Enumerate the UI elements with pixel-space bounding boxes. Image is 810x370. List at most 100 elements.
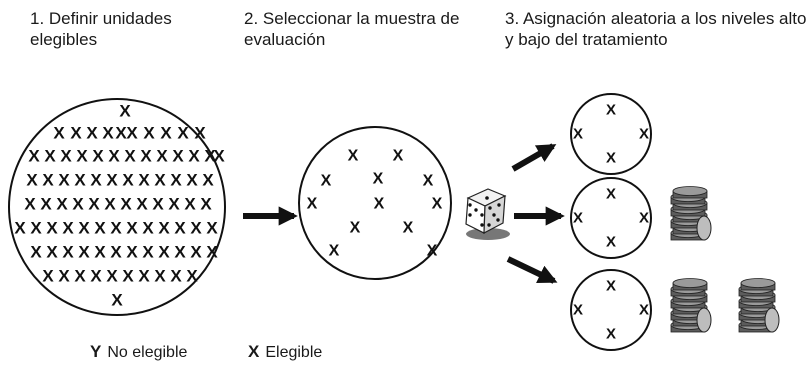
eligible-unit: X <box>78 243 90 262</box>
eligible-unit: X <box>108 147 120 166</box>
eligible-unit: X <box>94 219 106 238</box>
eligible-unit: X <box>143 124 155 143</box>
coin-stack-icon <box>670 278 712 333</box>
eligible-symbol: X <box>248 342 260 361</box>
eligible-unit: X <box>110 243 122 262</box>
legend-eligible: X Elegible <box>248 342 322 363</box>
eligible-unit: X <box>53 124 65 143</box>
sample-unit: X <box>307 196 318 213</box>
eligible-unit: X <box>213 147 225 166</box>
eligible-unit: X <box>92 147 104 166</box>
eligible-unit: X <box>70 124 82 143</box>
eligible-unit: X <box>184 195 196 214</box>
eligible-unit: X <box>190 219 202 238</box>
eligible-unit: X <box>170 171 182 190</box>
group-unit: X <box>606 278 616 295</box>
eligible-unit: X <box>60 147 72 166</box>
group-2-circle <box>570 177 652 259</box>
eligible-unit: X <box>30 243 42 262</box>
eligible-unit: X <box>158 243 170 262</box>
arrow-to-group-3 <box>506 256 558 284</box>
eligible-unit: X <box>90 171 102 190</box>
eligible-unit: X <box>170 267 182 286</box>
eligible-unit: X <box>115 124 127 143</box>
step-3-title: 3. Asignación aleatoria a los niveles al… <box>505 9 807 49</box>
sample-unit: X <box>427 243 438 260</box>
eligible-unit: X <box>120 195 132 214</box>
eligible-unit: X <box>106 171 118 190</box>
group-3-circle <box>570 269 652 351</box>
eligible-unit: X <box>62 243 74 262</box>
eligible-unit: X <box>110 219 122 238</box>
eligible-unit: X <box>104 195 116 214</box>
eligible-unit: X <box>136 195 148 214</box>
eligible-unit: X <box>158 219 170 238</box>
sample-unit: X <box>348 148 359 165</box>
coin-stack-icon <box>738 278 780 333</box>
coin-stacks <box>670 186 780 333</box>
eligible-unit: X <box>62 219 74 238</box>
eligible-unit: X <box>74 171 86 190</box>
group-unit: X <box>639 302 649 319</box>
sample-unit: X <box>393 148 404 165</box>
eligible-unit: X <box>90 267 102 286</box>
eligible-unit: X <box>172 147 184 166</box>
eligible-unit: X <box>186 171 198 190</box>
eligible-unit: X <box>56 195 68 214</box>
eligible-unit: X <box>206 219 218 238</box>
sample-unit: X <box>403 220 414 237</box>
group-unit: X <box>606 326 616 343</box>
group-unit: X <box>606 186 616 203</box>
eligible-unit: X <box>40 195 52 214</box>
eligible-unit: X <box>206 243 218 262</box>
eligible-unit: X <box>111 291 123 310</box>
eligible-label: Elegible <box>265 344 323 361</box>
eligible-unit: X <box>28 147 40 166</box>
eligible-unit: X <box>204 147 216 166</box>
eligible-unit: X <box>174 219 186 238</box>
not-eligible-symbol: Y <box>90 342 102 361</box>
eligible-unit: X <box>126 219 138 238</box>
eligible-unit: X <box>122 171 134 190</box>
eligible-unit: X <box>42 171 54 190</box>
eligible-unit: X <box>88 195 100 214</box>
eligible-unit: X <box>30 219 42 238</box>
eligible-unit: X <box>154 267 166 286</box>
eligible-unit: X <box>122 267 134 286</box>
sample-unit: X <box>329 243 340 260</box>
eligible-unit: X <box>152 195 164 214</box>
dice-icon <box>465 188 510 240</box>
eligible-unit: X <box>46 219 58 238</box>
eligible-unit: X <box>14 219 26 238</box>
sample-circle <box>298 126 452 280</box>
sample-unit: X <box>373 171 384 188</box>
eligible-unit: X <box>174 243 186 262</box>
not-eligible-label: No elegible <box>107 344 188 361</box>
coin-stack-icon <box>670 186 712 241</box>
step-1-title: 1. Definir unidades elegibles <box>30 9 172 49</box>
eligible-unit: X <box>126 124 138 143</box>
arrow-to-group-1 <box>511 143 557 172</box>
eligible-unit: X <box>76 147 88 166</box>
eligible-unit: X <box>168 195 180 214</box>
eligible-unit: X <box>202 171 214 190</box>
eligible-unit: X <box>78 219 90 238</box>
eligible-unit: X <box>156 147 168 166</box>
group-unit: X <box>606 150 616 167</box>
eligible-unit: X <box>200 195 212 214</box>
eligible-unit: X <box>58 171 70 190</box>
eligible-unit: X <box>194 124 206 143</box>
population-circle <box>8 98 226 316</box>
group-unit: X <box>573 210 583 227</box>
sample-unit: X <box>321 173 332 190</box>
eligible-unit: X <box>154 171 166 190</box>
eligible-unit: X <box>142 219 154 238</box>
eligible-unit: X <box>46 243 58 262</box>
eligible-unit: X <box>138 171 150 190</box>
group-unit: X <box>606 102 616 119</box>
eligible-unit: X <box>24 195 36 214</box>
legend-not-eligible: Y No elegible <box>90 342 187 363</box>
